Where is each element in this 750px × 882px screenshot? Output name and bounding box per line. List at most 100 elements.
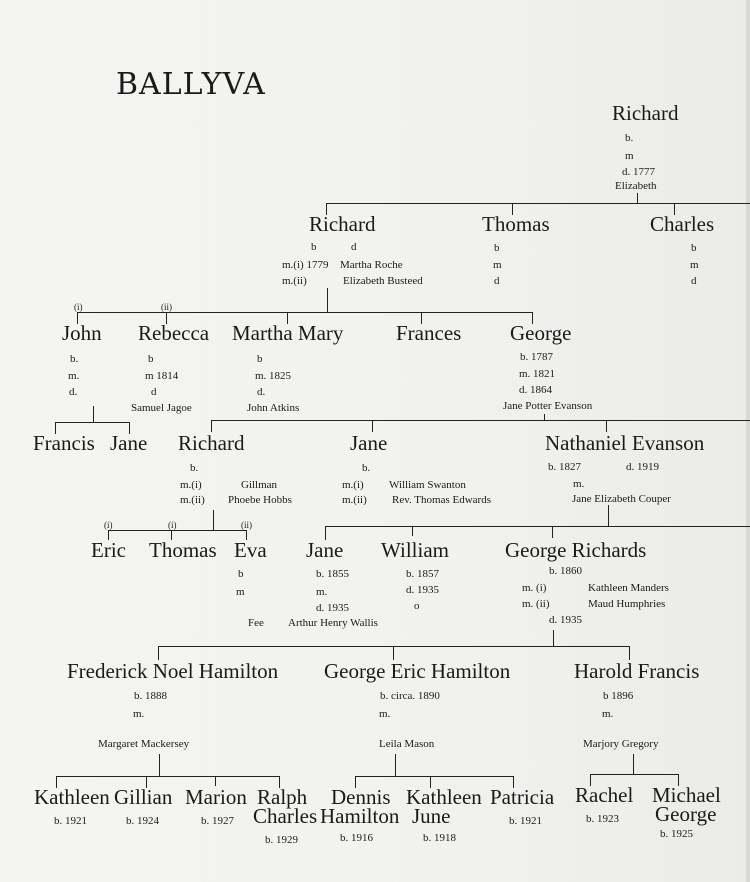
person-name: George Eric Hamilton [324,659,511,683]
birth: b [691,242,697,254]
spouse: Leila Mason [379,738,435,750]
connector-line [93,406,95,422]
person-name-first: Michael [652,783,721,807]
person-name: Richard [178,431,245,455]
connector-line [129,422,131,434]
birth: b. 1888 [134,690,167,702]
birth: b. 1925 [660,828,693,840]
connector-line [513,776,515,788]
connector-line [512,203,514,215]
marriage: m [236,586,245,598]
connector-line [326,203,328,215]
birth: b. 1855 [316,568,349,580]
marriage-marker: (i) [168,520,177,530]
marriage: m. [602,708,614,720]
person-name: Rachel [575,783,634,807]
person-name: Thomas [482,212,550,236]
connector-line [55,422,57,434]
spouse-1: Gillman [241,479,278,491]
birth: b. 1921 [509,815,542,827]
spouse: Fee [248,617,264,629]
person-name-second: Charles [253,804,318,828]
connector-line [674,203,676,215]
connector-line [159,754,161,776]
birth: b. 1787 [520,351,553,363]
connector-line [606,420,608,432]
marriage: m. [379,708,391,720]
sibling-line-john-children [55,422,130,424]
connector-line [146,776,148,788]
death: d. [257,386,266,398]
spouse: Arthur Henry Wallis [288,617,378,629]
connector-line [327,288,329,312]
connector-line [171,530,173,540]
spouse: Margaret Mackersey [98,738,190,750]
birth: b [257,353,263,365]
connector-line [629,646,631,660]
connector-line [412,526,414,536]
person-name: Jane [350,431,388,455]
person-name: Eva [234,538,267,562]
marriage: m. [573,478,585,490]
spouse: Marjory Gregory [583,738,659,750]
connector-line [211,420,213,432]
birth: b [148,353,154,365]
connector-line [325,526,327,540]
connector-line [553,630,555,646]
person-name: Rebecca [138,321,210,345]
birth: b. [190,462,199,474]
person-name: Marion [185,785,247,809]
person-name: John [62,321,102,345]
marriage-2: m.(ii) [180,494,205,506]
spouse: Elizabeth [615,180,657,192]
death: d [494,275,500,287]
death: d [691,275,697,287]
birth: b. 1923 [586,813,619,825]
birth: b. 1860 [549,565,582,577]
connector-line [590,774,592,786]
death: d [351,241,357,253]
annotation: o [414,600,420,612]
connector-line [77,312,79,324]
person-name-second: George [655,802,717,826]
person-name: Jane [110,431,148,455]
person-name: Patricia [490,785,555,809]
spouse-1: Kathleen Manders [588,582,669,594]
person-name: Thomas [149,538,217,562]
person-name-second: June [412,804,451,828]
person-name-second: Hamilton [320,804,400,828]
sibling-line-frederick-children [56,776,280,778]
marriage-marker: (ii) [161,302,172,312]
marriage-marker: (ii) [241,520,252,530]
person-name: Charles [650,212,715,236]
marriage-1: m.(i) [180,479,202,491]
person-name-first: Ralph [257,785,308,809]
connector-line [532,312,534,324]
connector-line [678,774,680,786]
spouse: Jane Elizabeth Couper [572,493,671,505]
death: d [151,386,157,398]
connector-line [430,776,432,788]
connector-line [395,754,397,776]
spouse-1: William Swanton [389,479,466,491]
person-name: Kathleen [34,785,110,809]
connector-line [552,526,554,538]
sibling-line-harold-children [590,774,679,776]
marriage: m [690,259,699,271]
spouse-2: Rev. Thomas Edwards [392,494,491,506]
sibling-line-george-eric-children [355,776,514,778]
birth: b. [70,353,79,365]
marriage-marker: (i) [74,302,83,312]
sibling-line-gen2 [326,203,750,205]
marriage-2: m. (ii) [522,598,550,610]
death: d. 1935 [316,602,349,614]
person-name: Frederick Noel Hamilton [67,659,279,683]
spouse: Samuel Jagoe [131,402,192,414]
person-name: Nathaniel Evanson [545,431,705,455]
page-title: BALLYVA [116,67,266,102]
connector-line [633,754,635,774]
birth: b. [362,462,371,474]
spouse-2: Maud Humphries [588,598,666,610]
person-name: George [510,321,572,345]
spouse-1: Martha Roche [340,259,403,271]
